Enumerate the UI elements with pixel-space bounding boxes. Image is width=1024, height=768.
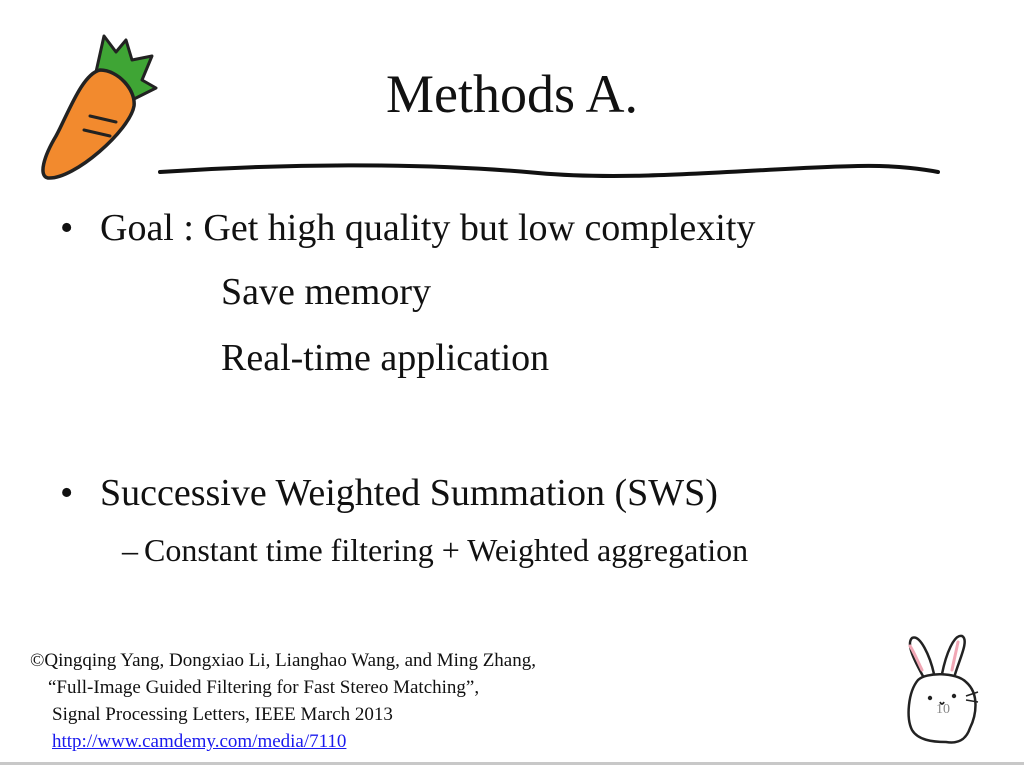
carrot-icon (41, 68, 136, 180)
slide-title: Methods A. (385, 64, 639, 124)
reference-line: ©Qingqing Yang, Dongxiao Li, Lianghao Wa… (30, 650, 536, 671)
bullet-marker: • (60, 472, 74, 514)
bullet-item: • Successive Weighted Summation (SWS) (60, 469, 718, 517)
footer-divider (0, 762, 1024, 765)
reference-line: “Full-Image Guided Filtering for Fast St… (48, 677, 480, 698)
bullet-continuation: Save memory (221, 271, 432, 313)
reference-link[interactable]: http://www.camdemy.com/media/7110 (52, 731, 347, 752)
bullet-marker: • (60, 207, 74, 249)
bullet-text: Successive Weighted Summation (SWS) (100, 472, 718, 514)
sub-bullet-item: –Constant time filtering + Weighted aggr… (122, 529, 748, 571)
bunny-body-icon (907, 673, 977, 744)
carrot-illustration (41, 34, 158, 180)
bunny-illustration (907, 634, 979, 744)
reference-line: Signal Processing Letters, IEEE March 20… (52, 704, 393, 725)
bullet-text: Goal : Get high quality but low complexi… (100, 207, 756, 249)
title-divider (158, 163, 940, 178)
bullet-item: • Goal : Get high quality but low complex… (60, 204, 755, 252)
bullet-continuation: Real-time application (221, 337, 550, 379)
reference-citation: ©Qingqing Yang, Dongxiao Li, Lianghao Wa… (30, 647, 536, 755)
sub-bullet-text: Constant time filtering + Weighted aggre… (144, 532, 749, 568)
sub-bullet-marker: – (122, 532, 138, 568)
page-number: 10 (936, 702, 950, 717)
bunny-ear-icon (908, 636, 936, 680)
carrot-leaves-icon (94, 34, 158, 102)
